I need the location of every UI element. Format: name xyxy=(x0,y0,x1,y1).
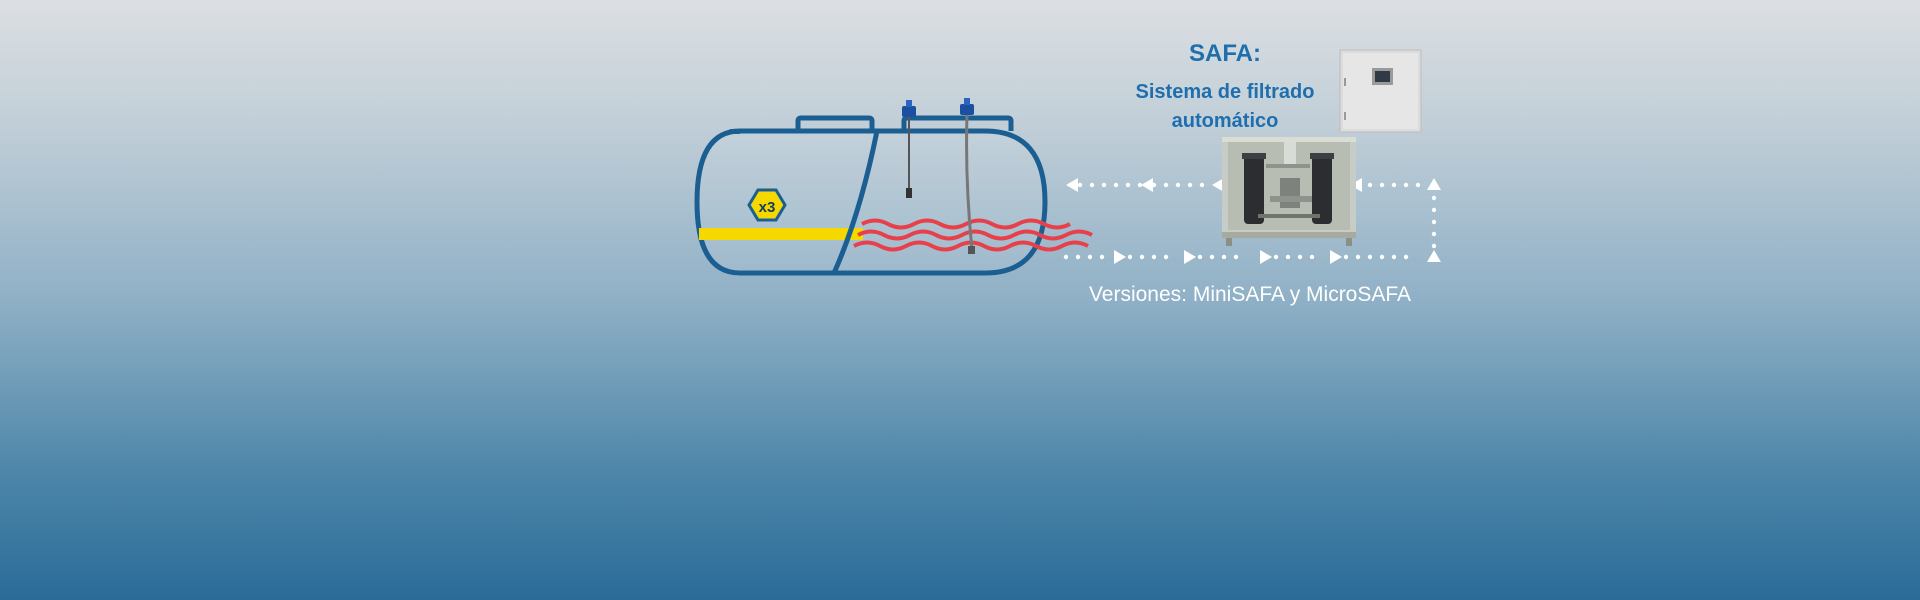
storage-tank xyxy=(694,115,1093,276)
arrow-left-icon xyxy=(1141,178,1153,192)
arrow-up-icon xyxy=(1427,250,1441,262)
arrow-left-icon xyxy=(1212,178,1224,192)
level-probe-left xyxy=(902,100,916,198)
arrow-left-icon xyxy=(1066,178,1078,192)
supply-dots-bottom xyxy=(1063,254,1409,260)
return-dots-top xyxy=(1077,182,1421,188)
diagram-subtitle: Sistema de filtrado automático xyxy=(1110,78,1340,136)
riser-dots-right xyxy=(1431,195,1437,249)
arrow-up-icon xyxy=(1427,178,1441,190)
flow-circuit xyxy=(1063,178,1441,264)
arrow-right-icon xyxy=(1260,250,1272,264)
arrow-right-icon xyxy=(1330,250,1342,264)
arrow-right-icon xyxy=(1114,250,1126,264)
subtitle-line-1: Sistema de filtrado xyxy=(1135,81,1315,103)
diagram-title: SAFA: xyxy=(1189,40,1261,67)
x3-hexagon-icon: x3 xyxy=(747,188,787,222)
versions-caption: Versiones: MiniSAFA y MicroSAFA xyxy=(1088,283,1412,306)
badge-label: x3 xyxy=(759,199,776,216)
filtration-unit xyxy=(1222,137,1356,246)
subtitle-line-2: automático xyxy=(1171,110,1279,132)
control-panel-cabinet xyxy=(1339,49,1422,133)
fuel-level-band xyxy=(699,228,863,240)
level-probe-right xyxy=(960,98,975,254)
arrow-right-icon xyxy=(1184,250,1196,264)
